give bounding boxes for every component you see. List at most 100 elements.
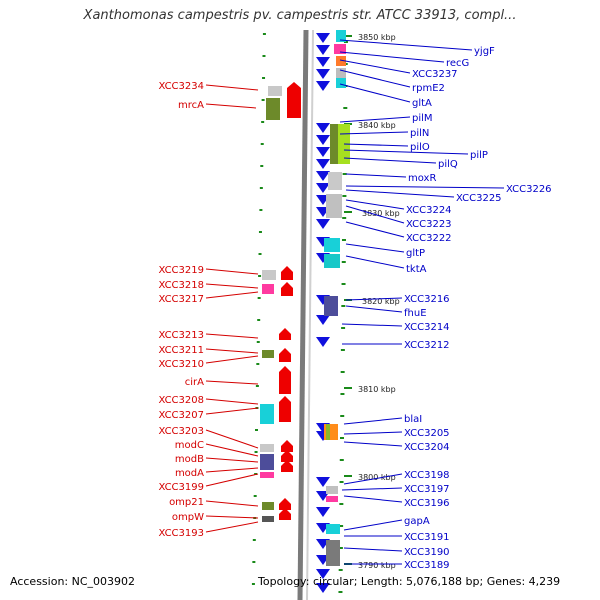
right-label-leader	[343, 519, 403, 531]
right-gene-label: XCC3191	[404, 532, 450, 543]
forward-gene-arrow	[279, 498, 291, 510]
right-label-leader	[345, 221, 405, 238]
reverse-gene-arrow	[316, 159, 330, 169]
left-gene-label: omp21	[169, 497, 204, 508]
gene-feature-block	[266, 98, 280, 120]
forward-gene-arrow	[281, 440, 293, 452]
reverse-gene-arrow	[316, 135, 330, 145]
right-label-leader	[339, 83, 411, 103]
forward-gene-arrow	[279, 396, 291, 422]
gene-feature-block	[262, 502, 274, 510]
right-gene-label: XCC3196	[404, 498, 450, 509]
forward-gene-arrow	[281, 460, 293, 472]
kbp-marker-label: 3830 kbp	[362, 209, 400, 218]
right-gene-label: rpmE2	[412, 83, 445, 94]
right-gene-label: yjgF	[474, 46, 495, 57]
reverse-gene-arrow	[316, 147, 330, 157]
left-label-leader	[205, 348, 259, 354]
left-label-leader	[205, 380, 259, 385]
kbp-marker-label: 3810 kbp	[358, 385, 396, 394]
forward-gene-arrow	[279, 328, 291, 340]
right-gene-label: moxR	[408, 173, 436, 184]
reverse-gene-arrow	[316, 569, 330, 579]
left-label-leader	[205, 268, 259, 275]
gene-feature-block	[328, 172, 342, 190]
forward-gene-arrow	[287, 82, 301, 118]
right-gene-label: recG	[446, 58, 469, 69]
right-label-leader	[343, 473, 403, 485]
chromosome-backbone	[297, 29, 309, 600]
reverse-gene-arrow	[316, 183, 330, 193]
right-label-leader	[341, 487, 403, 491]
gene-feature-block	[326, 540, 340, 566]
left-gene-label: modC	[175, 440, 204, 451]
reverse-gene-arrow	[316, 171, 330, 181]
right-label-leader	[339, 39, 473, 51]
left-gene-label: modA	[175, 468, 204, 479]
right-gene-label: blaI	[404, 414, 422, 425]
left-label-leader	[205, 473, 259, 487]
gene-feature-block	[326, 194, 342, 218]
left-gene-label: mrcA	[178, 100, 204, 111]
forward-gene-arrow	[281, 282, 293, 296]
right-gene-label: pilO	[410, 142, 430, 153]
reverse-gene-arrow	[316, 337, 330, 347]
left-label-leader	[205, 291, 259, 299]
forward-gene-arrow	[279, 508, 291, 520]
right-label-leader	[345, 173, 407, 178]
left-label-leader	[205, 103, 257, 109]
right-gene-label: XCC3198	[404, 470, 450, 481]
right-label-leader	[345, 255, 405, 269]
right-label-leader	[343, 441, 403, 447]
left-label-leader	[205, 355, 259, 364]
kbp-marker-label: 3840 kbp	[358, 121, 396, 130]
gene-feature-block	[336, 56, 346, 66]
left-label-leader	[205, 443, 259, 457]
gene-feature-block	[260, 454, 274, 470]
right-label-leader	[345, 199, 405, 210]
reverse-gene-arrow	[316, 477, 330, 487]
left-gene-label: ompW	[172, 512, 204, 523]
right-label-leader	[341, 323, 403, 327]
reverse-gene-arrow	[316, 315, 330, 325]
reverse-gene-arrow	[316, 123, 330, 133]
right-gene-label: XCC3205	[404, 428, 450, 439]
gene-feature-block	[262, 350, 274, 358]
gene-feature-block	[324, 254, 340, 268]
reverse-gene-arrow	[316, 45, 330, 55]
gene-feature-block	[262, 284, 274, 294]
right-gene-label: gltA	[412, 98, 432, 109]
right-label-leader	[345, 205, 405, 224]
reverse-gene-arrow	[316, 33, 330, 43]
left-gene-label: XCC3199	[158, 482, 204, 493]
gene-feature-block	[262, 516, 274, 522]
left-gene-label: XCC3193	[158, 528, 204, 539]
left-gene-label: cirA	[185, 377, 204, 388]
right-label-leader	[345, 305, 403, 313]
right-gene-label: XCC3225	[456, 193, 502, 204]
left-label-leader	[205, 457, 259, 463]
left-gene-label: XCC3208	[158, 395, 204, 406]
gene-feature-block	[324, 296, 338, 316]
reverse-gene-arrow	[316, 219, 330, 229]
kbp-marker-label: 3790 kbp	[358, 561, 396, 570]
left-gene-label: XCC3210	[158, 359, 204, 370]
right-label-leader	[343, 157, 437, 164]
left-label-leader	[205, 429, 259, 449]
left-label-leader	[205, 500, 259, 507]
gene-feature-block	[262, 270, 276, 280]
right-gene-label: pilP	[470, 150, 488, 161]
gene-feature-block	[326, 486, 338, 494]
right-gene-label: pilQ	[438, 159, 458, 170]
gene-feature-block	[260, 444, 274, 452]
right-gene-label: XCC3212	[404, 340, 450, 351]
kbp-marker-label: 3820 kbp	[362, 297, 400, 306]
left-gene-label: XCC3207	[158, 410, 204, 421]
chromosome-backbone-shadow	[306, 29, 314, 600]
gene-feature-block	[336, 68, 346, 78]
gene-feature-block	[324, 238, 340, 252]
right-label-leader	[339, 131, 409, 135]
left-gene-label: XCC3203	[158, 426, 204, 437]
right-label-leader	[345, 189, 455, 198]
